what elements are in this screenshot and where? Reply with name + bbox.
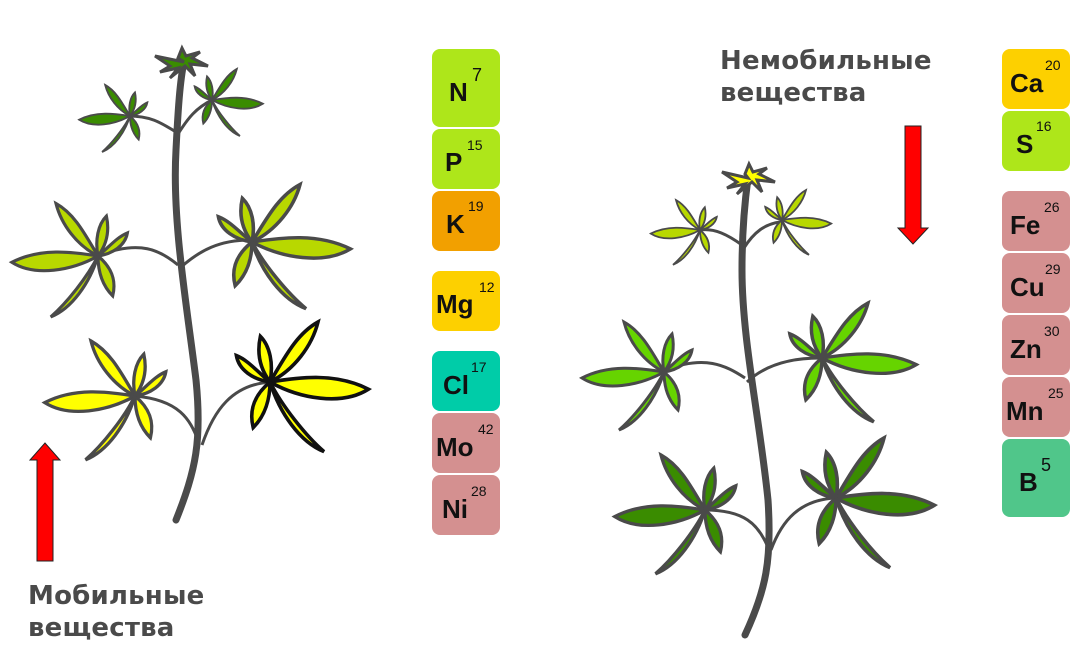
element-symbol: Fe [1010, 210, 1041, 240]
mobile-label: Мобильные вещества [28, 580, 205, 644]
apical-bud [154, 44, 209, 80]
element-tile-n: N 7 [432, 49, 500, 127]
leaf-upper-left-right [649, 199, 718, 266]
element-tile-mo: Mo 42 [432, 413, 500, 473]
element-symbol: P [445, 147, 463, 177]
leaf-middle-left [10, 201, 129, 319]
element-tile-mg: Mg 12 [432, 271, 500, 331]
element-symbol: Mo [436, 432, 474, 462]
element-tile-k: K 19 [432, 191, 500, 251]
leaf-lower-right [234, 320, 371, 454]
atomic-number: 5 [1041, 455, 1052, 475]
atomic-number: 26 [1044, 199, 1060, 215]
element-symbol: Mn [1006, 396, 1044, 426]
atomic-number: 42 [478, 421, 494, 437]
element-tile-fe: Fe 26 [1002, 191, 1070, 251]
stem-right [738, 174, 773, 639]
element-tile-b: B 5 [1002, 439, 1070, 517]
element-symbol: Cu [1010, 272, 1045, 302]
immobile-label-line2: вещества [720, 78, 867, 108]
element-symbol: Ni [442, 494, 468, 524]
element-tile-s: S 16 [1002, 111, 1070, 171]
atomic-number: 12 [479, 279, 495, 295]
atomic-number: 15 [467, 137, 483, 153]
leaf-lower-left [43, 339, 168, 462]
mobile-label-line2: вещества [28, 613, 175, 643]
atomic-number: 7 [472, 65, 483, 85]
mobile-label-line1: Мобильные [28, 581, 205, 611]
element-symbol: S [1016, 129, 1034, 159]
element-symbol: Cl [443, 370, 469, 400]
element-symbol: N [449, 77, 468, 107]
atomic-number: 28 [471, 483, 487, 499]
atomic-number: 17 [471, 359, 487, 375]
element-symbol: Mg [436, 289, 474, 319]
stem [171, 58, 202, 524]
element-tile-ca: Ca 20 [1002, 49, 1070, 109]
element-tile-mn: Mn 25 [1002, 377, 1070, 437]
atomic-number: 29 [1045, 261, 1061, 277]
atomic-number: 30 [1044, 323, 1060, 339]
element-symbol: B [1019, 467, 1038, 497]
leaf-middle-right-right [788, 301, 919, 424]
element-tile-zn: Zn 30 [1002, 315, 1070, 375]
atomic-number: 25 [1048, 385, 1064, 401]
element-tile-cu: Cu 29 [1002, 253, 1070, 313]
leaf-upper-left [78, 84, 149, 153]
arrow-up-icon [28, 442, 62, 562]
atomic-number: 20 [1045, 57, 1061, 73]
element-tile-cl: Cl 17 [432, 351, 500, 411]
element-tile-p: P 15 [432, 129, 500, 189]
element-symbol: Ca [1010, 68, 1044, 98]
arrow-down-icon [896, 125, 930, 245]
immobile-label: Немобильные вещества [720, 45, 932, 109]
leaf-lower-left-right [613, 453, 738, 576]
atomic-number: 16 [1036, 118, 1052, 134]
atomic-number: 19 [468, 198, 484, 214]
leaf-lower-right-right [800, 436, 937, 570]
element-symbol: Zn [1010, 334, 1042, 364]
apical-bud-right [721, 160, 776, 196]
element-symbol: K [446, 209, 465, 239]
leaf-middle-right [216, 182, 353, 311]
element-tile-ni: Ni 28 [432, 475, 500, 535]
immobile-label-line1: Немобильные [720, 46, 932, 76]
leaf-middle-left-right [580, 320, 694, 432]
